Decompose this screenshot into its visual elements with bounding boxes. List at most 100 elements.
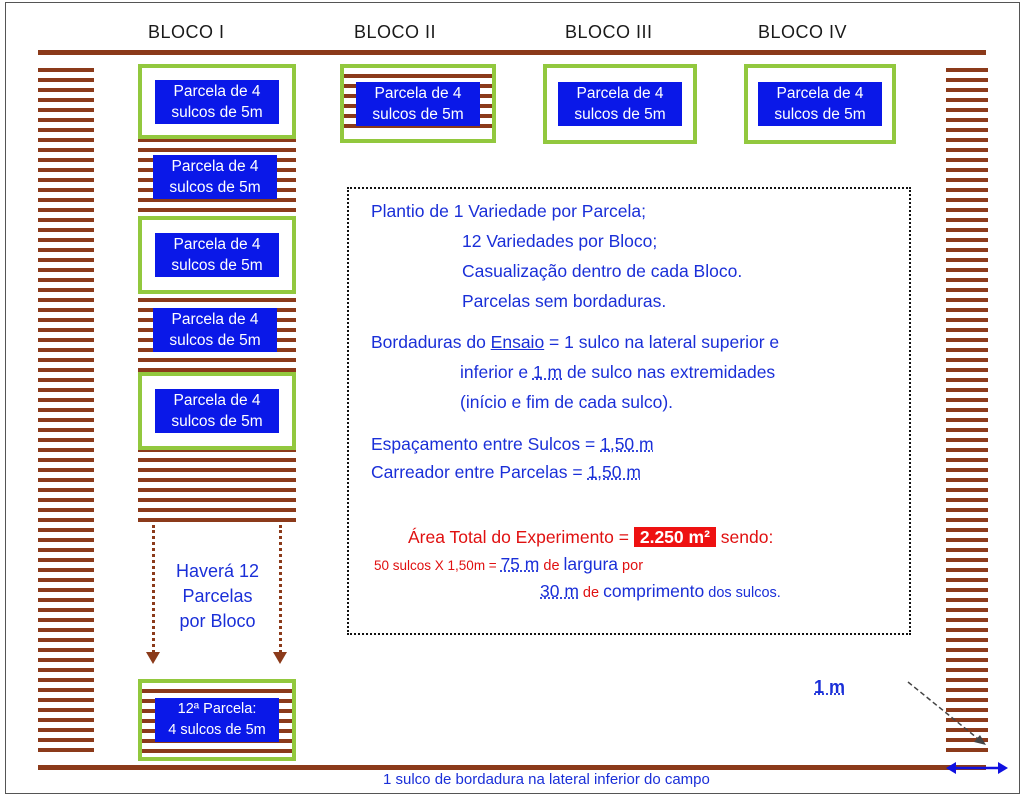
parcel-12-label: 12ª Parcela:4 sulcos de 5m [155,698,279,742]
furrow-line [38,558,94,562]
havera-note: Haverá 12 Parcelas por Bloco [175,561,260,631]
scale-arrows-icon [907,681,1008,774]
furrow-line [38,478,94,482]
info-line: Bordaduras do Ensaio = 1 sulco na latera… [371,332,780,352]
furrow-line [38,158,94,162]
info-line: Plantio de 1 Variedade por Parcela; [371,201,646,221]
furrow-line [138,458,296,462]
furrow-line [946,508,988,512]
furrow-line [946,238,988,242]
furrow-line [946,608,988,612]
furrow-line [38,688,94,692]
furrow-line [138,298,296,302]
furrow-line [946,648,988,652]
furrow-line [946,388,988,392]
furrow-line [38,218,94,222]
furrow-line [38,98,94,102]
furrow-line [946,278,988,282]
furrow-line [946,478,988,482]
furrow-line [946,138,988,142]
furrow-line [946,208,988,212]
furrow-line [138,138,296,142]
one-meter-label: 1 m [814,677,846,697]
furrow-line [38,728,94,732]
furrow-line [38,518,94,522]
furrow-line [38,68,94,72]
furrow-line [138,368,296,372]
furrow-line [38,628,94,632]
furrow-line [138,208,296,212]
furrow-line [38,378,94,382]
furrow-line [946,218,988,222]
furrow-line [946,628,988,632]
furrow-line [946,298,988,302]
furrow-line [38,668,94,672]
furrow-line [38,408,94,412]
furrow-line [946,178,988,182]
furrow-line [38,738,94,742]
field-frame [5,2,1020,794]
furrow-line [38,438,94,442]
furrow-line [946,698,988,702]
furrow-line [38,308,94,312]
furrow-line [946,338,988,342]
furrow-line [946,378,988,382]
furrow-line [38,178,94,182]
furrow-line [138,498,296,502]
furrow-line [38,748,94,752]
furrow-line [138,508,296,512]
right-edge-furrows [946,68,988,758]
furrow-line [946,658,988,662]
area-value: 2.250 m² [633,527,716,547]
furrow-line [38,708,94,712]
furrow-line [344,124,492,128]
info-box: Plantio de 1 Variedade por Parcela; 12 V… [347,187,911,635]
furrow-line [946,668,988,672]
furrow-line [138,358,296,362]
furrow-line [38,618,94,622]
furrow-line [38,638,94,642]
furrow-line [946,488,988,492]
info-line: Espaçamento entre Sulcos = 1,50 m [371,434,654,454]
furrow-line [946,358,988,362]
furrow-line [946,568,988,572]
furrow-line [946,548,988,552]
furrow-line [38,508,94,512]
left-dotted-arrow [152,525,155,653]
furrow-line [38,288,94,292]
furrow-line [946,108,988,112]
furrow-line [38,598,94,602]
furrow-line [38,418,94,422]
furrow-line [946,128,988,132]
furrow-line [38,678,94,682]
furrow-line [38,278,94,282]
furrow-line [38,268,94,272]
furrow-line [946,418,988,422]
area-line: Área Total do Experimento = 2.250 m² sen… [408,527,774,547]
furrow-line [946,348,988,352]
furrow-line [38,88,94,92]
furrow-line [38,188,94,192]
left-edge-furrows [38,68,94,758]
furrow-line [946,448,988,452]
bloco-1-title: BLOCO I [148,22,225,42]
furrow-line [38,368,94,372]
furrow-line [38,448,94,452]
furrow-line [142,749,292,753]
furrow-line [946,578,988,582]
furrow-line [38,608,94,612]
furrow-line [38,578,94,582]
furrow-line [38,658,94,662]
left-arrowhead [146,652,160,664]
furrow-line [946,318,988,322]
furrow-line [946,528,988,532]
furrow-line [946,228,988,232]
furrow-line [38,198,94,202]
furrow-line [946,258,988,262]
furrow-line [946,738,988,742]
